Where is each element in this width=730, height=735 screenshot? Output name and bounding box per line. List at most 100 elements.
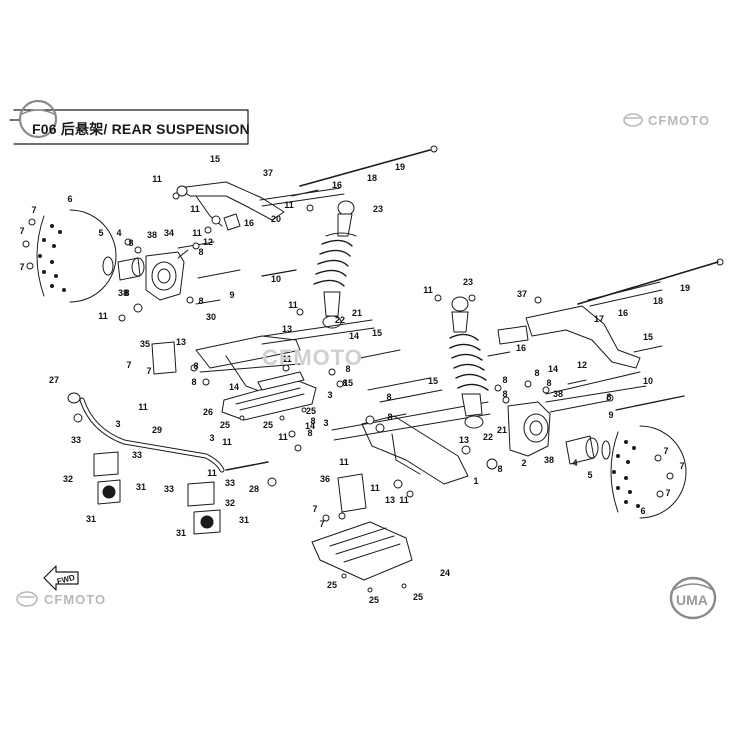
- callout-32: 32: [63, 474, 73, 484]
- callout-16: 16: [244, 218, 254, 228]
- callout-21: 21: [497, 425, 507, 435]
- callout-11: 11: [339, 457, 349, 467]
- callout-33: 33: [132, 450, 142, 460]
- uma-badge: [669, 576, 717, 620]
- callout-8: 8: [534, 368, 539, 378]
- callout-20: 20: [271, 214, 281, 224]
- page-title: F06 后悬架/ REAR SUSPENSION: [32, 121, 250, 137]
- rear-swing-frame: [331, 401, 491, 485]
- callout-4: 4: [572, 458, 577, 468]
- callout-11: 11: [399, 495, 409, 505]
- title-frame: [9, 109, 249, 145]
- callout-11: 11: [98, 311, 108, 321]
- left-shock-absorber: [313, 200, 357, 329]
- left-brake-disc: [36, 209, 117, 303]
- callout-28: 28: [249, 484, 259, 494]
- callout-14: 14: [229, 382, 239, 392]
- hardware-fasteners: [22, 189, 685, 593]
- callout-30: 30: [206, 312, 216, 322]
- callout-7: 7: [146, 366, 151, 376]
- callout-14: 14: [548, 364, 558, 374]
- callout-6: 6: [67, 194, 72, 204]
- callout-38: 38: [553, 389, 563, 399]
- callout-23: 23: [463, 277, 473, 287]
- callout-18: 18: [653, 296, 663, 306]
- callout-25: 25: [327, 580, 337, 590]
- right-bracket: [337, 473, 367, 513]
- callout-22: 22: [483, 432, 493, 442]
- middle-stabilizer-bushing: [187, 481, 221, 535]
- callout-15: 15: [210, 154, 220, 164]
- callout-38: 38: [147, 230, 157, 240]
- left-stabilizer-bushing: [93, 451, 121, 505]
- right-shock-absorber: [449, 296, 489, 429]
- callout-8: 8: [606, 392, 611, 402]
- callout-3: 3: [327, 390, 332, 400]
- callout-23: 23: [373, 204, 383, 214]
- callout-31: 31: [239, 515, 249, 525]
- callout-12: 12: [577, 360, 587, 370]
- uma-badge-text: UMA: [676, 592, 708, 608]
- callout-12: 12: [203, 237, 213, 247]
- callout-25: 25: [413, 592, 423, 602]
- callout-8: 8: [307, 428, 312, 438]
- callout-17: 17: [594, 314, 604, 324]
- callout-15: 15: [372, 328, 382, 338]
- callout-8: 8: [198, 247, 203, 257]
- callout-7: 7: [679, 461, 684, 471]
- callout-labels: 1233334455667777777777888888888888888888…: [19, 154, 690, 605]
- callout-15: 15: [343, 378, 353, 388]
- callout-33: 33: [71, 435, 81, 445]
- callout-8: 8: [193, 361, 198, 371]
- callout-13: 13: [176, 337, 186, 347]
- callout-11: 11: [423, 285, 433, 295]
- fwd-arrow: [43, 565, 79, 591]
- left-lower-a-arm: [195, 319, 375, 393]
- callout-15: 15: [643, 332, 653, 342]
- brand-name-top-right: CFMOTO: [648, 113, 711, 128]
- callout-16: 16: [516, 343, 526, 353]
- callout-8: 8: [387, 412, 392, 422]
- callout-31: 31: [136, 482, 146, 492]
- callout-18: 18: [367, 173, 377, 183]
- callout-11: 11: [192, 228, 202, 238]
- callout-25: 25: [369, 595, 379, 605]
- stabilizer-bar: [67, 392, 269, 473]
- right-knuckle: [507, 371, 647, 457]
- callout-11: 11: [152, 174, 162, 184]
- callout-10: 10: [643, 376, 653, 386]
- left-bearing-ring: [102, 256, 145, 281]
- callout-8: 8: [497, 464, 502, 474]
- center-skid-plate: [311, 521, 413, 581]
- callout-10: 10: [271, 274, 281, 284]
- callout-32: 32: [225, 498, 235, 508]
- callout-4: 4: [116, 228, 121, 238]
- cfmoto-logo-top-right: [623, 113, 643, 127]
- callout-21: 21: [352, 308, 362, 318]
- callout-14: 14: [305, 421, 315, 431]
- callout-8: 8: [386, 392, 391, 402]
- callout-31: 31: [86, 514, 96, 524]
- callout-8: 8: [310, 416, 315, 426]
- callout-34: 34: [164, 228, 174, 238]
- callout-7: 7: [31, 205, 36, 215]
- callout-13: 13: [282, 324, 292, 334]
- callout-38: 38: [544, 455, 554, 465]
- callout-11: 11: [284, 200, 294, 210]
- cfmoto-logo-bottom-left: [16, 591, 38, 607]
- callout-35: 35: [140, 339, 150, 349]
- callout-13: 13: [459, 435, 469, 445]
- watermark-brand-name: CFMOTO: [262, 345, 363, 370]
- callout-15: 15: [428, 376, 438, 386]
- callout-14: 14: [349, 331, 359, 341]
- callout-11: 11: [288, 300, 298, 310]
- callout-3: 3: [209, 433, 214, 443]
- callout-29: 29: [152, 425, 162, 435]
- callout-11: 11: [138, 402, 148, 412]
- callout-37: 37: [263, 168, 273, 178]
- brand-name-bottom-left: CFMOTO: [44, 592, 107, 607]
- callout-37: 37: [517, 289, 527, 299]
- callout-7: 7: [319, 519, 324, 529]
- callout-25: 25: [306, 406, 316, 416]
